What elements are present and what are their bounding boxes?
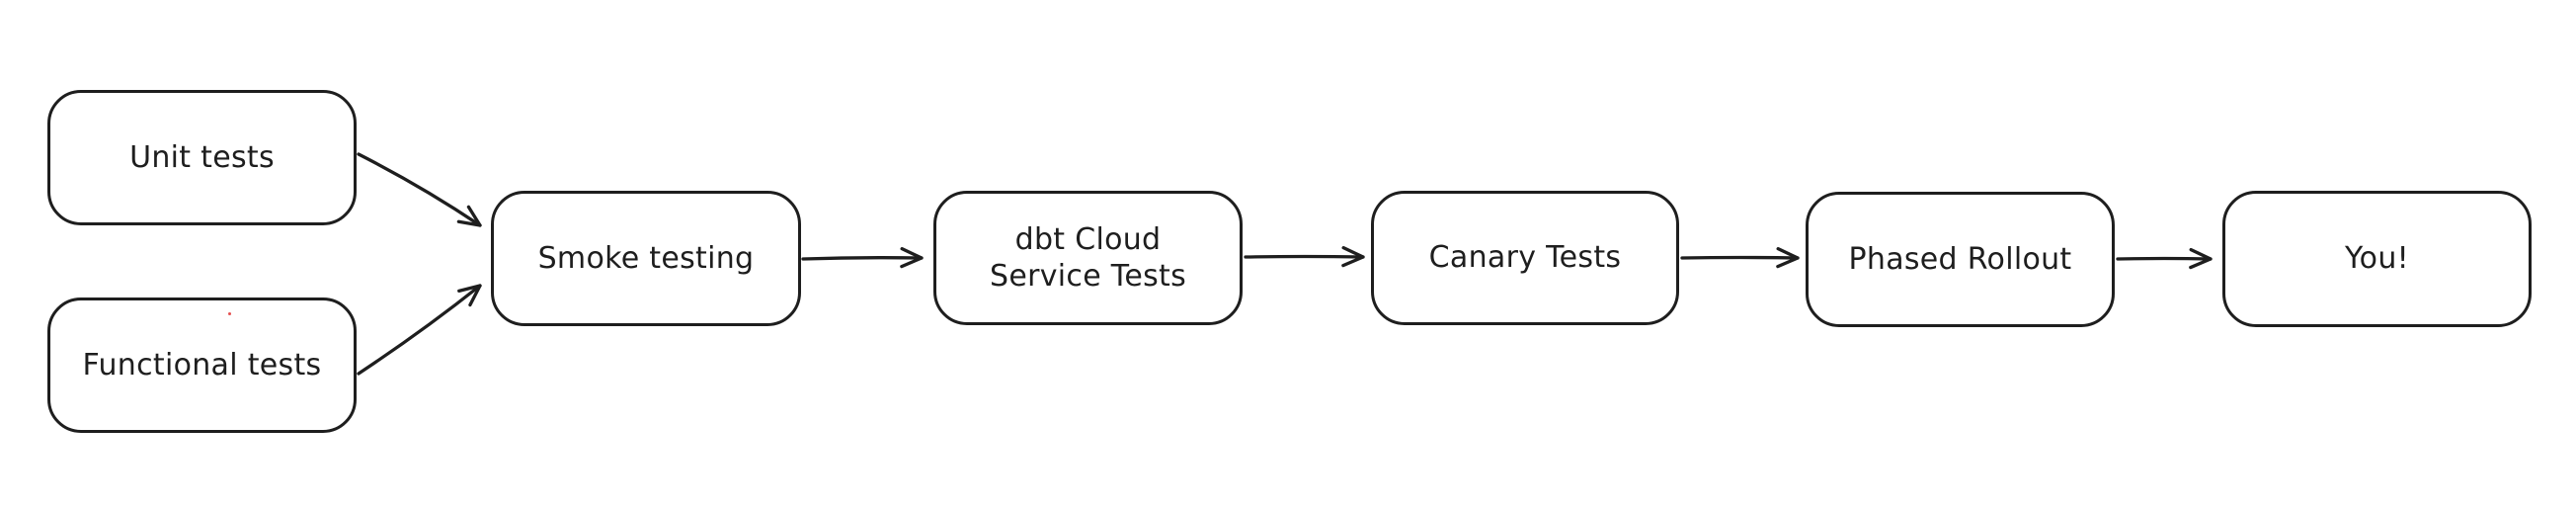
- node-canary-tests-label: Canary Tests: [1428, 240, 1622, 276]
- node-you-label: You!: [2345, 241, 2409, 277]
- node-functional-tests: Functional tests: [47, 298, 357, 433]
- node-unit-tests-label: Unit tests: [129, 139, 275, 175]
- edge-dbt-cloud-service-tests-to-canary-tests: [1244, 246, 1365, 268]
- node-smoke-testing-label: Smoke testing: [537, 240, 755, 276]
- edge-unit-tests-to-smoke-testing: [357, 152, 482, 227]
- node-canary-tests: Canary Tests: [1371, 191, 1679, 325]
- edge-functional-tests-to-smoke-testing: [357, 284, 482, 376]
- node-phased-rollout-label: Phased Rollout: [1848, 241, 2072, 277]
- node-dbt-cloud-service-tests-label: dbt Cloud Service Tests: [989, 221, 1187, 295]
- node-dbt-cloud-service-tests: dbt Cloud Service Tests: [933, 191, 1243, 325]
- node-unit-tests: Unit tests: [47, 90, 357, 225]
- edge-phased-rollout-to-you: [2116, 247, 2213, 270]
- stray-red-dot: [228, 312, 231, 315]
- node-phased-rollout: Phased Rollout: [1806, 192, 2115, 327]
- node-functional-tests-label: Functional tests: [82, 347, 322, 382]
- node-you: You!: [2222, 191, 2532, 327]
- edge-smoke-testing-to-dbt-cloud-service-tests: [801, 247, 924, 269]
- node-smoke-testing: Smoke testing: [491, 191, 801, 326]
- edge-canary-tests-to-phased-rollout: [1680, 247, 1800, 269]
